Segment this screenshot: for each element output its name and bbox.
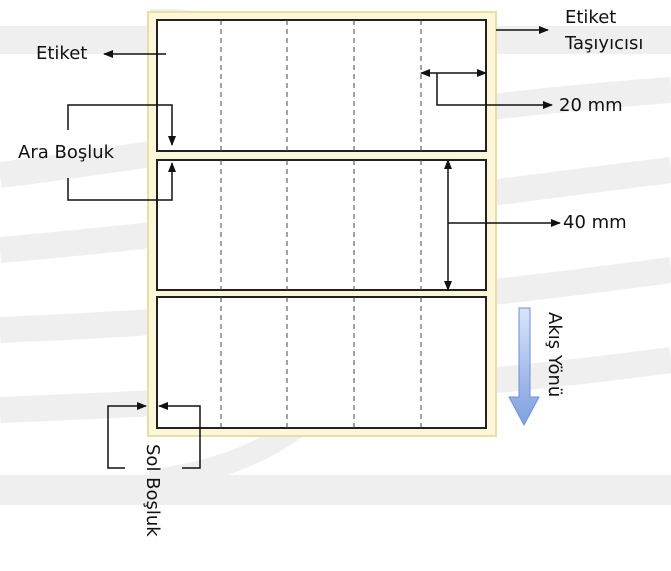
label-1 xyxy=(156,19,487,152)
label-row-2 xyxy=(156,159,487,291)
label-2 xyxy=(156,159,487,291)
gap-label: Ara Boşluk xyxy=(18,142,115,163)
left-margin-arrow-right xyxy=(158,402,201,440)
width-mm-label: 20 mm xyxy=(559,95,623,116)
label-row-3 xyxy=(156,296,487,429)
flow-direction-label: Akış Yönü xyxy=(544,312,565,398)
label-3 xyxy=(156,296,487,429)
left-margin-label: Sol Boşluk xyxy=(142,444,163,537)
left-margin-bracket-left xyxy=(107,440,125,469)
label-row-1 xyxy=(156,19,487,152)
etiket-label: Etiket xyxy=(36,43,88,64)
width-leader-arrow xyxy=(436,73,553,109)
carrier-label-line-1: Etiket xyxy=(565,7,617,28)
height-mm-label: 40 mm xyxy=(563,212,627,233)
flow-direction-arrow xyxy=(508,307,540,427)
left-margin-arrow-left xyxy=(107,402,147,440)
carrier-label-line-2: Taşıyıcısı xyxy=(565,33,644,54)
gap-bracket-bottom xyxy=(67,162,176,201)
gap-bracket-top xyxy=(67,104,176,146)
left-margin-bracket-right xyxy=(182,440,201,469)
